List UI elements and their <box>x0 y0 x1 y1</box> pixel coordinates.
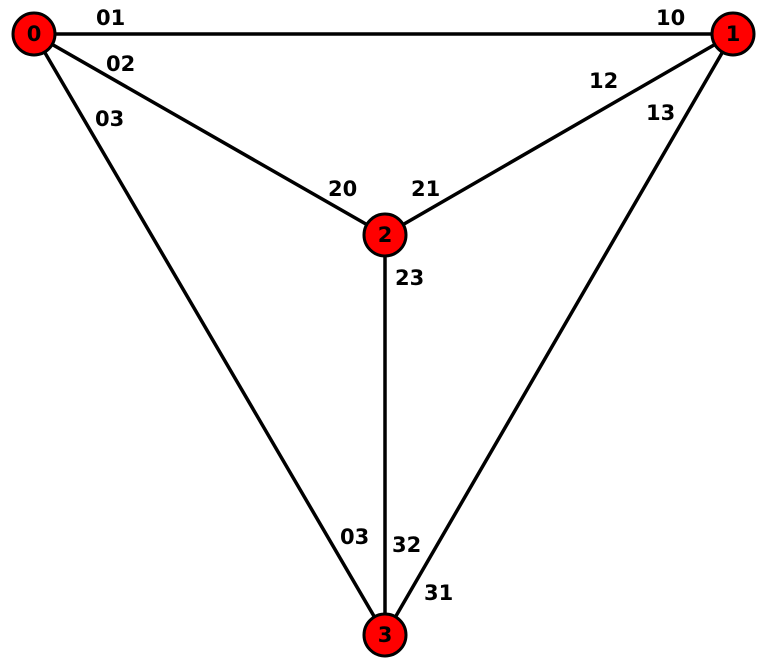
node-circle <box>362 212 408 258</box>
edge-label-10: 10 <box>656 6 685 30</box>
node-1: 1 <box>710 11 756 57</box>
edge-label-31: 31 <box>424 581 453 605</box>
node-circle <box>710 11 756 57</box>
edge-0-3 <box>32 32 387 637</box>
edge-label-32: 32 <box>392 533 421 557</box>
edge-label-02: 02 <box>106 52 135 76</box>
edge-1-2 <box>383 32 735 237</box>
node-label: 3 <box>378 623 393 647</box>
node-3: 3 <box>362 612 408 658</box>
node-label: 1 <box>726 22 741 46</box>
node-2: 2 <box>362 212 408 258</box>
edge-label-03-bottom: 03 <box>340 525 369 549</box>
node-label: 2 <box>378 223 393 247</box>
node-0: 0 <box>11 11 57 57</box>
edge-label-21: 21 <box>411 177 440 201</box>
edge-label-01: 01 <box>96 6 125 30</box>
edge-label-03-top: 03 <box>95 107 124 131</box>
edge-label-13: 13 <box>646 101 675 125</box>
edge-1-3 <box>383 32 735 637</box>
edge-label-12: 12 <box>589 69 618 93</box>
node-label: 0 <box>27 22 42 46</box>
edge-label-23: 23 <box>395 266 424 290</box>
node-circle <box>362 612 408 658</box>
node-circle <box>11 11 57 57</box>
edge-0-2 <box>32 32 387 237</box>
edge-label-20: 20 <box>328 177 357 201</box>
